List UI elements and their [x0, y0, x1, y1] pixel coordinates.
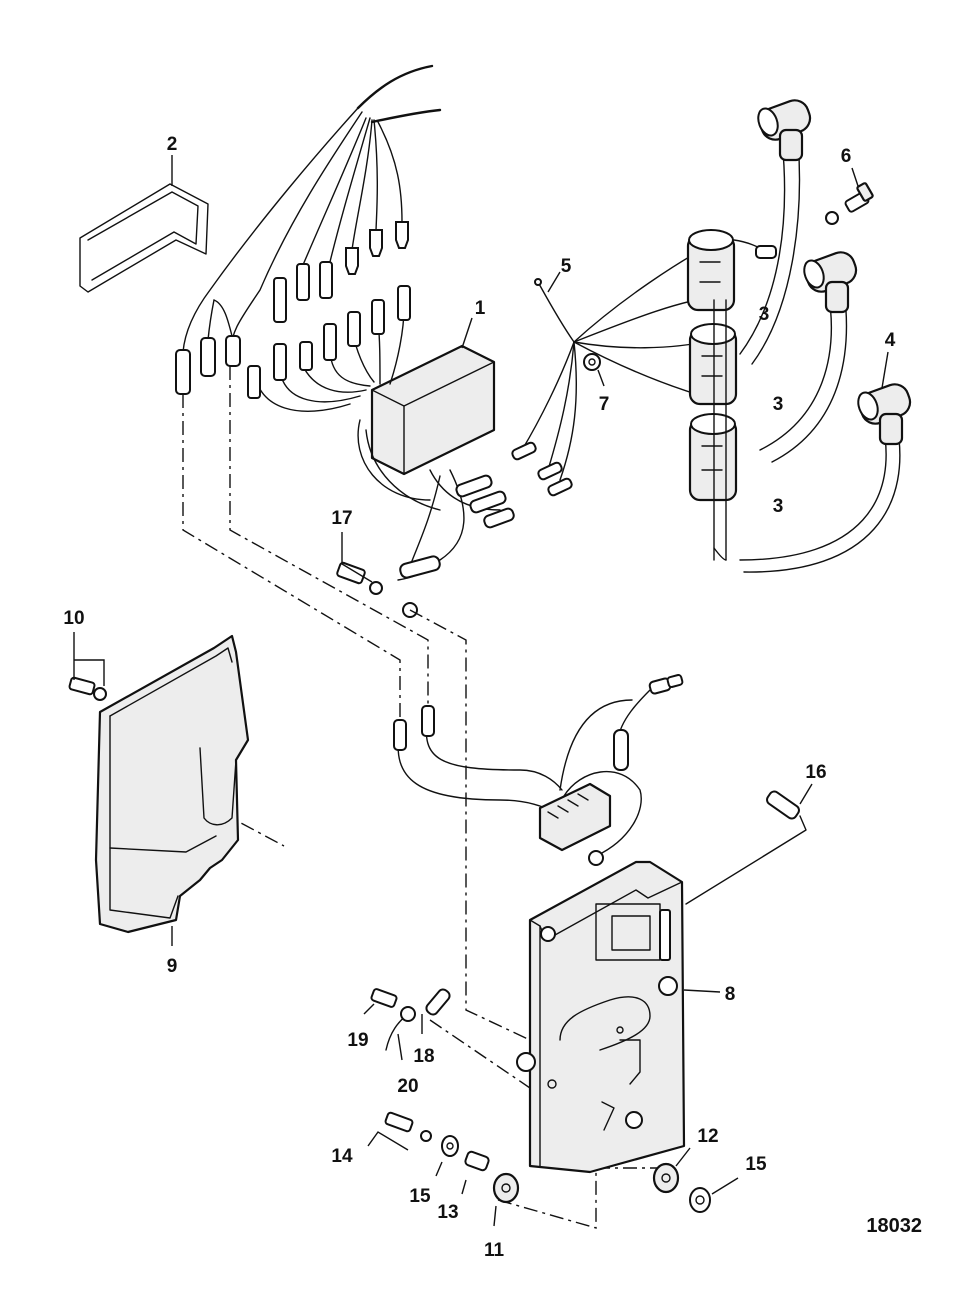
part-2-bracket [79, 155, 209, 293]
part-15-grommet-left [435, 1135, 459, 1177]
part-6-screw [825, 167, 874, 225]
callout-10: 10 [63, 608, 84, 629]
callout-16: 16 [805, 762, 826, 783]
callout-13: 13 [437, 1202, 458, 1223]
callout-3-top: 3 [759, 304, 770, 325]
callout-17: 17 [331, 508, 352, 529]
part-4-spark-plug-boot-1 [757, 99, 812, 162]
callout-14: 14 [331, 1146, 353, 1167]
part-14-screw [367, 1111, 432, 1151]
part-1-switch-box [370, 317, 496, 476]
callout-18: 18 [413, 1046, 434, 1067]
part-17-screw [336, 532, 383, 595]
callout-15-left: 15 [409, 1186, 431, 1207]
part-13-sleeve [461, 1150, 490, 1195]
callout-8: 8 [725, 984, 736, 1005]
part-16-fuse [685, 783, 813, 905]
callout-3-bottom: 3 [773, 496, 784, 517]
part-4-spark-plug-boot-3 [857, 351, 912, 446]
callout-1: 1 [475, 298, 486, 319]
part-10-screw [68, 632, 107, 701]
harness-bundle [182, 64, 442, 353]
part-20-ground-wire [385, 1006, 416, 1061]
rectifier-wires [393, 674, 684, 857]
part-11-grommet [492, 1172, 520, 1227]
part-3-ignition-coil-top [686, 229, 777, 312]
drawing-number: 18032 [866, 1215, 922, 1237]
callout-11: 11 [484, 1240, 505, 1261]
callout-12: 12 [697, 1126, 718, 1147]
part-7-washer [583, 353, 605, 387]
callout-19: 19 [347, 1030, 368, 1051]
part-4-spark-plug-boot-2 [803, 251, 858, 314]
callout-20: 20 [397, 1076, 418, 1097]
part-19-screw [363, 988, 398, 1015]
switch-box-wires [247, 285, 515, 581]
part-15-grommet-right [689, 1177, 739, 1213]
callout-6: 6 [841, 146, 852, 167]
part-5-wire [534, 271, 575, 343]
callout-5: 5 [561, 256, 572, 277]
rectifier [538, 782, 612, 866]
coil-bracket [713, 299, 727, 561]
part-18-terminal [421, 988, 451, 1034]
callout-4: 4 [885, 330, 896, 351]
callout-15-right: 15 [745, 1154, 767, 1175]
routing-lines [169, 366, 668, 1229]
part-12-grommet [652, 1147, 691, 1194]
spark-plug-leads [739, 139, 901, 573]
part-3-ignition-coil-bottom [688, 413, 738, 502]
callout-2: 2 [167, 134, 178, 155]
callout-7: 7 [599, 394, 610, 415]
callout-9: 9 [167, 956, 178, 977]
callout-3-middle: 3 [773, 394, 784, 415]
part-3-ignition-coil-middle [688, 323, 738, 406]
part-9-cover [94, 634, 250, 946]
part-8-electrical-plate [516, 860, 721, 1174]
